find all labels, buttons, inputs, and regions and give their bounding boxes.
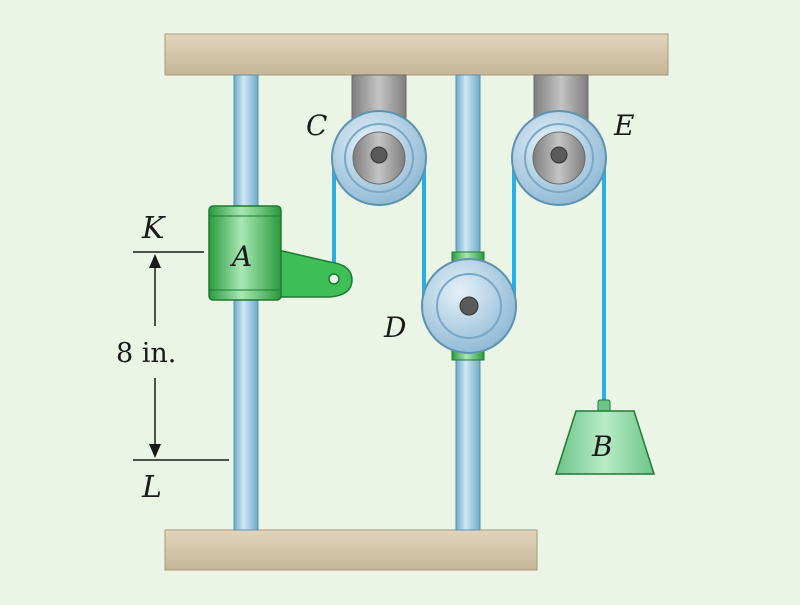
label-dimension: 8 in.	[116, 338, 176, 369]
top-support-beam	[164, 33, 669, 76]
label-level-l: L	[141, 470, 162, 505]
bottom-support-beam	[164, 529, 538, 571]
pulley-e-axle	[550, 146, 568, 164]
label-block-b: B	[591, 430, 613, 463]
pulley-d	[421, 258, 517, 354]
pulley-d-axle	[459, 296, 479, 316]
arrowhead-up	[149, 254, 161, 268]
collar-a-pin	[328, 273, 340, 285]
pulley-c-axle	[370, 146, 388, 164]
collar-a-body	[208, 205, 282, 301]
block-b-body	[554, 410, 656, 475]
block-b	[554, 399, 656, 475]
pulley-c	[331, 110, 427, 206]
arrowhead-down	[149, 444, 161, 458]
left-vertical-rod	[233, 74, 259, 531]
label-pulley-d: D	[383, 311, 406, 344]
pulley-e	[511, 110, 607, 206]
label-level-k: K	[141, 211, 166, 246]
label-pulley-c: C	[306, 109, 327, 142]
collar-a	[208, 205, 353, 301]
block-b-hook	[597, 399, 611, 413]
label-collar-a: A	[229, 240, 252, 273]
label-pulley-e: E	[613, 109, 634, 142]
collar-a-arm	[277, 249, 353, 298]
